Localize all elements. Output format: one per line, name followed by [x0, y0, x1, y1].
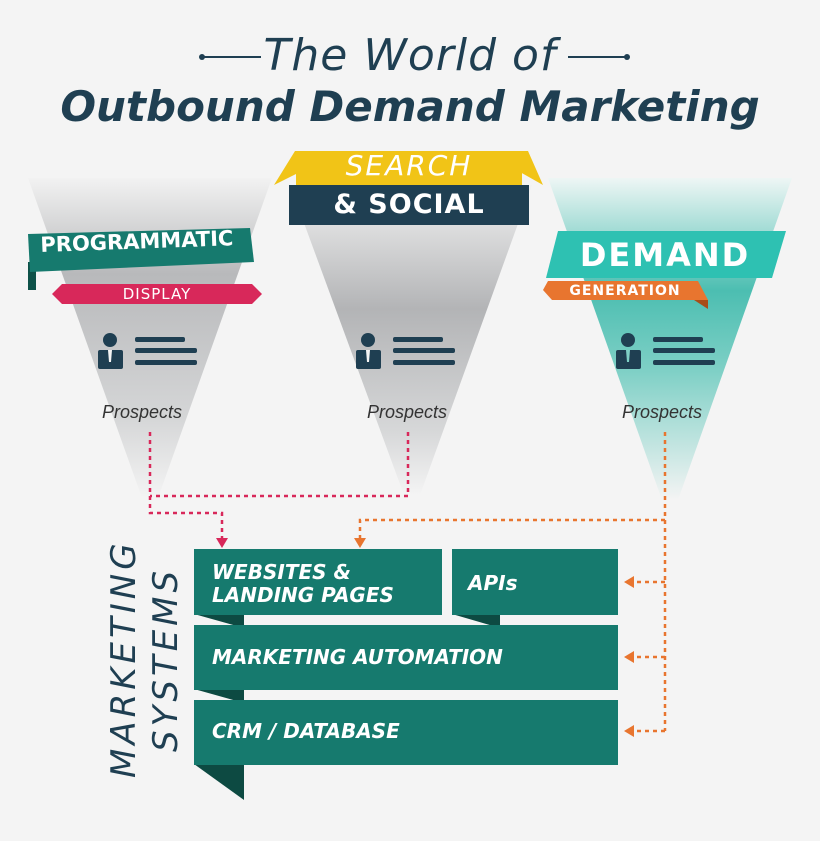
prospects-label-1: Prospects	[102, 402, 183, 422]
arrow-automation	[624, 651, 634, 663]
social-label: & SOCIAL	[333, 189, 485, 220]
demand-label: DEMAND	[579, 236, 751, 274]
display-ribbon	[52, 284, 262, 304]
websites-box	[194, 549, 442, 615]
title-rule-left	[203, 56, 261, 58]
automation-box-fold	[194, 689, 244, 703]
crm-label: CRM / DATABASE	[212, 719, 400, 743]
title-rule-left-dot	[199, 54, 205, 60]
generation-ribbon-shadow	[694, 300, 708, 309]
connector-search	[150, 432, 410, 498]
marketing-label: MARKETING	[104, 539, 144, 778]
title-line2: Outbound Demand Marketing	[60, 82, 760, 131]
websites-label-line1: WEBSITES &	[212, 560, 351, 584]
apis-label: APIs	[468, 571, 518, 595]
connector-programmatic	[148, 432, 224, 540]
systems-label: SYSTEMS	[146, 566, 186, 752]
connector-demand-top	[358, 432, 667, 540]
display-label: DISPLAY	[122, 285, 192, 303]
arrow-search	[354, 538, 366, 548]
person-card-icon-2	[356, 333, 455, 369]
prospects-label-2: Prospects	[367, 402, 448, 422]
search-label: SEARCH	[345, 149, 473, 182]
websites-label-line2: LANDING PAGES	[212, 583, 394, 607]
automation-box	[194, 625, 618, 690]
apis-box-fold	[452, 614, 500, 628]
arrow-crm	[624, 725, 634, 737]
programmatic-banner	[28, 228, 254, 272]
title-rule-right-dot	[624, 54, 630, 60]
demand-banner	[546, 231, 786, 278]
social-banner	[289, 185, 529, 225]
title-rule-right	[568, 56, 626, 58]
arrow-apis	[624, 576, 634, 588]
crm-box-fold	[194, 764, 244, 800]
generation-label: GENERATION	[569, 283, 681, 299]
websites-box-fold	[194, 614, 244, 628]
generation-ribbon	[543, 281, 708, 300]
crm-box	[194, 700, 618, 765]
arrow-programmatic	[216, 538, 228, 548]
person-card-icon-3	[616, 333, 715, 369]
search-banner	[296, 151, 522, 185]
person-card-icon-1	[98, 333, 197, 369]
automation-label: MARKETING AUTOMATION	[212, 645, 503, 669]
title-line1: The World of	[263, 30, 557, 81]
apis-box	[452, 549, 618, 615]
prospects-label-3: Prospects	[622, 402, 703, 422]
